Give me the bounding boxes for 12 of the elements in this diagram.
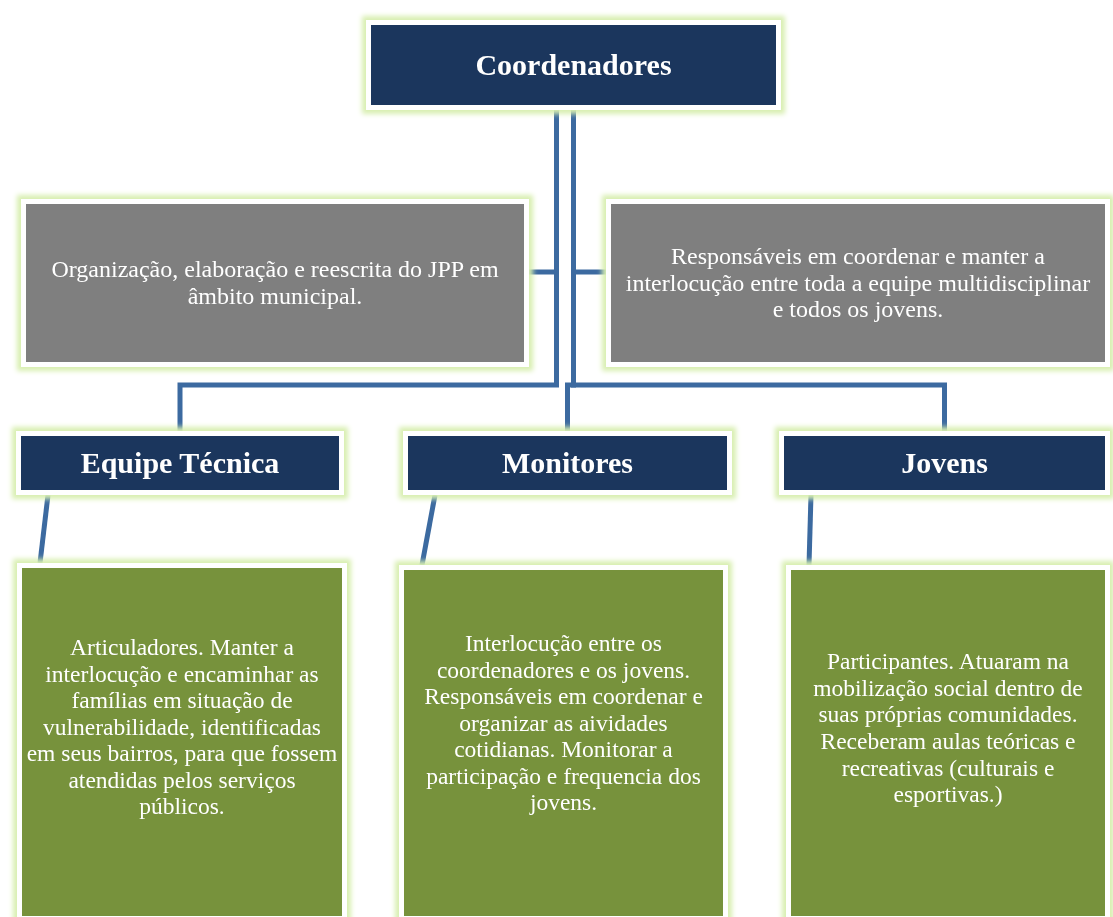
box-text: Responsáveis em coordenar e manter a interlocução entre toda a equipe multidisciplinar e todos os jovens.	[625, 242, 1091, 324]
box-heading: Coordenadores	[475, 48, 672, 82]
box-text: Articuladores. Manter a interlocução e encaminhar as famílias em situação de vulnerabilidade, identificadas em seus bairros, para que fossem atendidas pelos serviços públicos.	[26, 634, 338, 820]
connector-line	[37, 494, 51, 564]
connector-line	[806, 494, 814, 566]
box-text: Interlocução entre os coordenadores e os jovens. Responsáveis em coordenar e organizar as aividades cotidianas. Monitorar a participação e frequencia dos jovens.	[423, 630, 704, 816]
box-heading: Monitores	[501, 446, 634, 480]
box-text: Organização, elaboração e reescrita do JPP em âmbito municipal.	[50, 256, 500, 310]
box-heading: Equipe Técnica	[80, 446, 280, 480]
box-heading: Jovens	[901, 446, 988, 480]
connector-line	[419, 494, 438, 566]
box-text: Participantes. Atuaram na mobilização social dentro de suas próprias comunidades. Receberam aulas teóricas e recreativas (culturais e esportivas.)	[812, 648, 1084, 808]
